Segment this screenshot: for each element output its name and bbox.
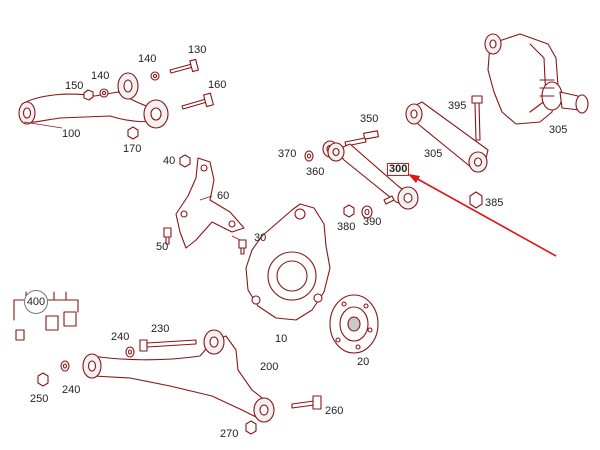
label-360: 360 xyxy=(306,166,325,178)
pointer-arrow xyxy=(408,174,557,257)
bracket-60[interactable] xyxy=(175,157,245,249)
label-130: 130 xyxy=(188,44,207,56)
nut-150[interactable] xyxy=(83,89,94,101)
label-400: 400 xyxy=(24,290,48,314)
label-270: 270 xyxy=(220,428,239,440)
label-160: 160 xyxy=(208,79,227,91)
bolt-30[interactable] xyxy=(238,239,247,255)
label-350: 350 xyxy=(360,113,379,125)
label-250: 250 xyxy=(30,393,49,405)
label-50: 50 xyxy=(156,241,169,253)
label-305-arm: 305 xyxy=(424,148,443,160)
label-240-left: 240 xyxy=(62,384,81,396)
bolt-160[interactable] xyxy=(181,92,214,110)
washer-140-left[interactable] xyxy=(99,88,109,98)
bolt-50[interactable] xyxy=(163,227,172,245)
washer-390[interactable] xyxy=(361,205,373,219)
link-arm-305[interactable] xyxy=(405,101,489,173)
label-395: 395 xyxy=(448,100,467,112)
bolt-395[interactable] xyxy=(471,95,483,141)
label-140-left: 140 xyxy=(91,70,110,82)
label-200: 200 xyxy=(260,361,279,373)
label-170: 170 xyxy=(123,143,142,155)
tie-rod-300[interactable] xyxy=(327,142,419,210)
label-60: 60 xyxy=(217,190,230,202)
wheel-hub-20[interactable] xyxy=(329,294,379,354)
label-10: 10 xyxy=(275,333,288,345)
nut-40[interactable] xyxy=(179,154,191,168)
bolt-260[interactable] xyxy=(291,395,322,410)
bolt-230[interactable] xyxy=(139,339,197,352)
label-20: 20 xyxy=(357,356,370,368)
nut-250[interactable] xyxy=(37,372,49,387)
label-300-highlighted[interactable]: 300 xyxy=(387,163,410,176)
lower-control-arm-200[interactable] xyxy=(82,329,275,423)
label-390: 390 xyxy=(363,216,382,228)
wheel-carrier-10[interactable] xyxy=(245,203,331,321)
label-30: 30 xyxy=(254,232,267,244)
label-240-right: 240 xyxy=(111,331,130,343)
label-370: 370 xyxy=(278,148,297,160)
upper-control-arm-100[interactable] xyxy=(18,72,169,129)
nut-270[interactable] xyxy=(245,420,257,435)
nut-170[interactable] xyxy=(127,126,139,140)
label-305-actuator: 305 xyxy=(549,124,568,136)
bolt-130[interactable] xyxy=(169,58,200,74)
steering-actuator-305[interactable] xyxy=(484,33,589,125)
label-140-top: 140 xyxy=(138,53,157,65)
nut-385[interactable] xyxy=(469,191,483,209)
label-385: 385 xyxy=(485,197,504,209)
label-380: 380 xyxy=(337,221,356,233)
washer-240-right[interactable] xyxy=(125,346,135,358)
washer-140-top[interactable] xyxy=(150,71,160,81)
washer-370[interactable] xyxy=(304,150,314,162)
washer-240-left[interactable] xyxy=(60,360,70,372)
label-260: 260 xyxy=(325,405,344,417)
nut-380[interactable] xyxy=(343,204,355,218)
label-230: 230 xyxy=(151,323,170,335)
label-150: 150 xyxy=(65,80,84,92)
label-100: 100 xyxy=(62,128,81,140)
label-40: 40 xyxy=(163,155,176,167)
